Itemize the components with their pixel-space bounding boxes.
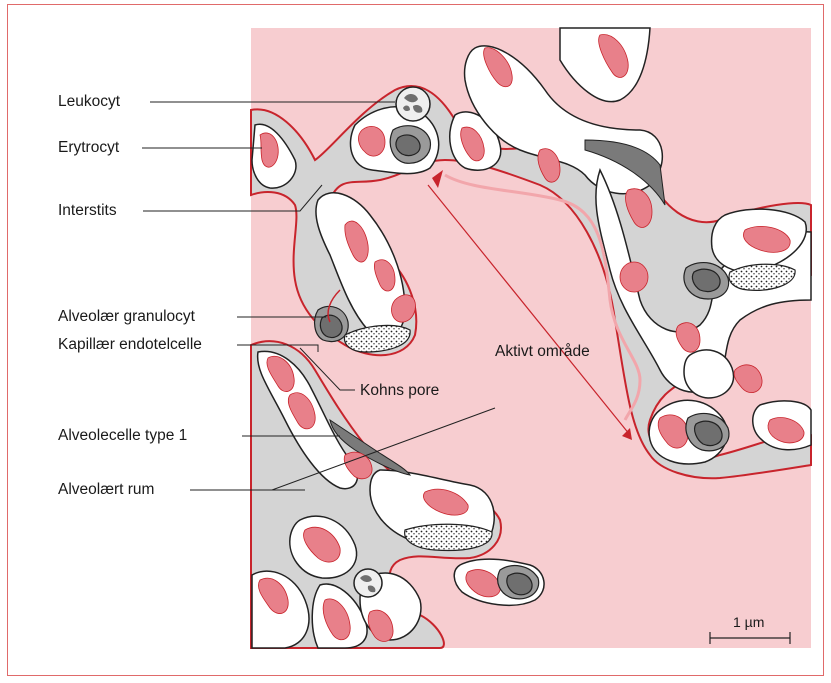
label-kapillaer-endotelcelle: Kapillær endotelcelle — [58, 337, 202, 353]
label-alveolecelle-type-1: Alveolecelle type 1 — [58, 428, 187, 444]
label-interstits: Interstits — [58, 203, 117, 219]
label-leukocyt: Leukocyt — [58, 94, 120, 110]
label-alveolaer-granulocyt: Alveolær granulocyt — [58, 309, 195, 325]
label-erytrocyt: Erytrocyt — [58, 140, 119, 156]
scale-bar — [710, 632, 790, 644]
label-aktivt-omraade: Aktivt område — [495, 344, 590, 360]
scale-bar-label: 1 µm — [733, 615, 764, 629]
label-kohns-pore: Kohns pore — [360, 383, 439, 399]
label-alveolaert-rum: Alveolært rum — [58, 482, 154, 498]
